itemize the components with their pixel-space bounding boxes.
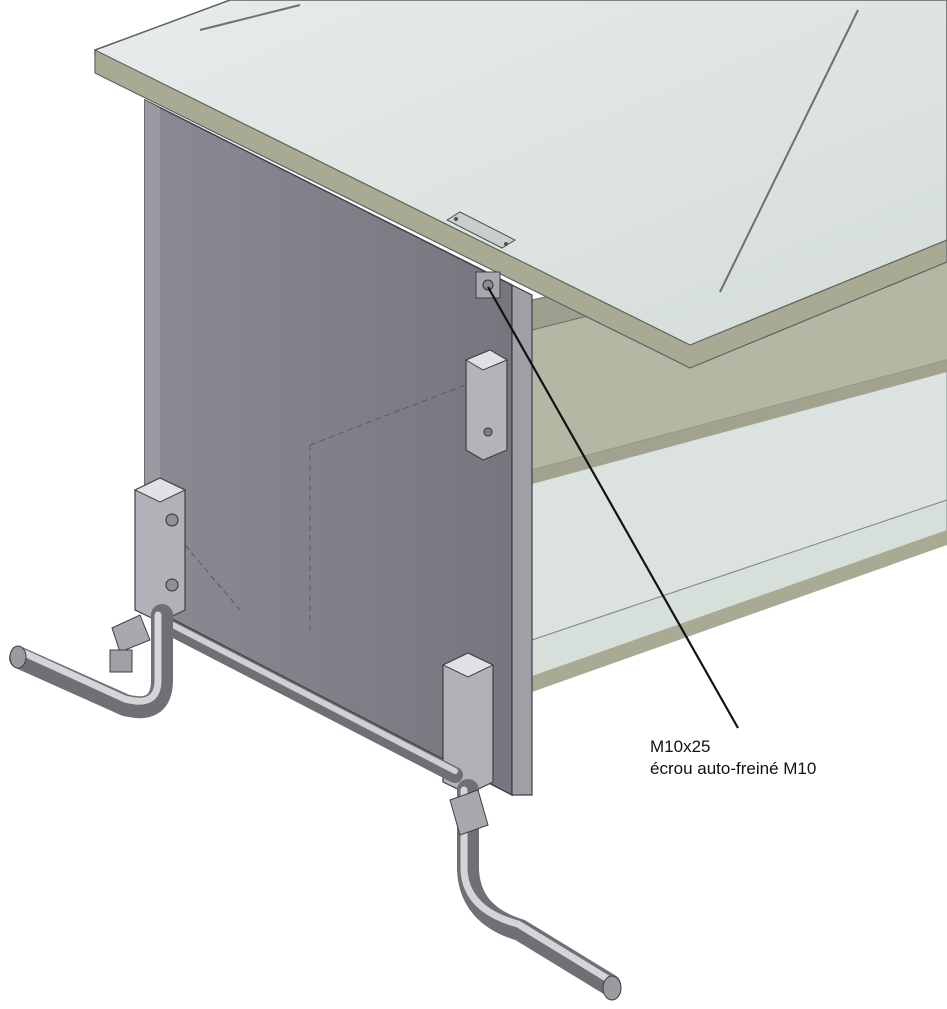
table-top-edge xyxy=(94,49,947,369)
callout-bolt-size: M10x25 xyxy=(650,737,711,756)
front-post xyxy=(511,284,533,796)
callout-leader-line xyxy=(487,286,739,729)
bracket-screw xyxy=(454,217,458,221)
bolt-icon xyxy=(165,578,179,592)
tube-end xyxy=(9,645,27,669)
right-foot-tube-highlight xyxy=(460,786,612,983)
tube-end xyxy=(602,975,622,1001)
hidden-line xyxy=(309,384,466,446)
left-leg-channel-top xyxy=(133,477,187,503)
bolt-icon xyxy=(165,513,179,527)
stretcher-tube xyxy=(157,617,463,783)
top-bracket-plate xyxy=(445,211,517,249)
right-clamp xyxy=(449,789,489,836)
lower-shelf-edge xyxy=(532,530,947,692)
upper-channel-top xyxy=(464,349,509,371)
left-foot-tube xyxy=(9,604,173,719)
left-foot-tube-highlight xyxy=(18,611,162,705)
left-clamp-block xyxy=(109,649,133,673)
bracket-screw xyxy=(504,242,508,246)
left-clamp xyxy=(111,614,151,653)
callout-nut-spec: écrou auto-freiné M10 xyxy=(650,759,817,778)
right-leg-channel-top xyxy=(441,652,495,678)
hidden-line xyxy=(184,544,241,611)
bolt-icon xyxy=(482,279,494,291)
right-foot-tube xyxy=(457,779,621,996)
callout-label: M10x25 écrou auto-freiné M10 xyxy=(650,736,816,780)
top-construction-line xyxy=(199,4,301,31)
bolt-icon xyxy=(483,427,493,437)
middle-shelf-edge xyxy=(532,360,947,484)
stretcher-tube-highlight xyxy=(162,618,458,774)
top-diagonal-line xyxy=(719,9,859,293)
